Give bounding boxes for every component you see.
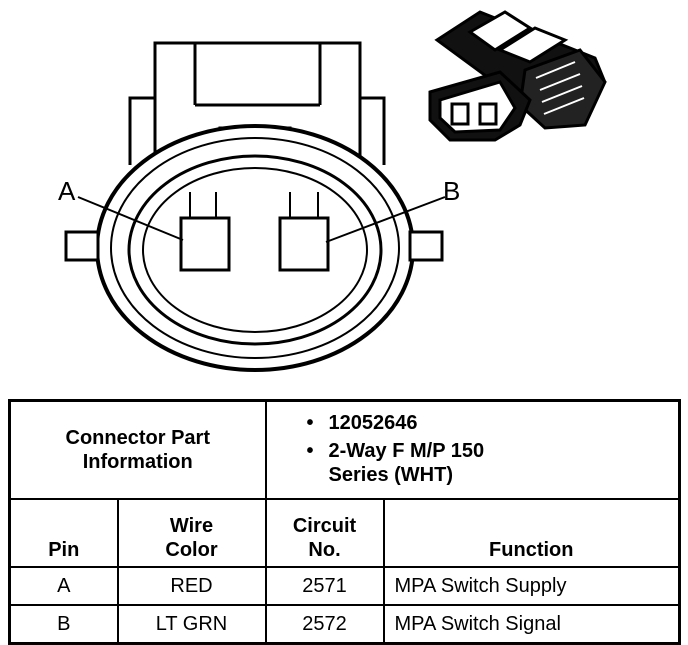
wire-color-cell: LT GRN	[116, 604, 267, 645]
part-info-row: Connector Part Information • 12052646 • …	[8, 399, 681, 500]
connector-outer-shell	[95, 124, 415, 372]
table-row: A RED 2571 MPA Switch Supply	[8, 566, 681, 606]
header-function: Function	[382, 498, 681, 568]
column-header-row: Pin Wire Color Circuit No. Function	[8, 498, 681, 568]
circuit-no-cell: 2571	[264, 566, 385, 606]
leader-a	[77, 196, 184, 241]
wire-color-cell: RED	[116, 566, 267, 606]
leader-b	[325, 196, 446, 243]
connector-series-item: • 2-Way F M/P 150 Series (WHT)	[307, 439, 679, 487]
pin-label-a: A	[58, 176, 76, 206]
right-ear	[408, 230, 444, 262]
header-pin: Pin	[8, 498, 119, 568]
function-cell: MPA Switch Supply	[382, 566, 681, 606]
pin-cell: A	[8, 566, 119, 606]
header-circuit-no: Circuit No.	[264, 498, 385, 568]
cavity-b	[278, 216, 330, 272]
left-ear	[64, 230, 100, 262]
pin-label-b: B	[443, 176, 460, 206]
cavity-a	[179, 216, 231, 272]
connector-3d-illustration	[428, 10, 607, 142]
pin-cell: B	[8, 604, 119, 645]
part-info-label: Connector Part Information	[8, 399, 267, 500]
table-row: B LT GRN 2572 MPA Switch Signal	[8, 604, 681, 645]
connector-info-table: Connector Part Information • 12052646 • …	[8, 399, 682, 645]
part-number-item: • 12052646	[307, 411, 679, 435]
header-wire-color: Wire Color	[116, 498, 267, 568]
connector-series: 2-Way F M/P 150 Series (WHT)	[328, 440, 485, 486]
circuit-no-cell: 2572	[264, 604, 385, 645]
bullet-icon: •	[306, 412, 314, 434]
part-info-bullets: • 12052646 • 2-Way F M/P 150 Series (WHT…	[264, 399, 681, 500]
connector-face-view	[64, 41, 446, 372]
connector-diagram: A B	[58, 10, 607, 372]
function-cell: MPA Switch Signal	[382, 604, 681, 645]
bullet-icon: •	[306, 440, 314, 462]
part-number: 12052646	[328, 412, 418, 434]
